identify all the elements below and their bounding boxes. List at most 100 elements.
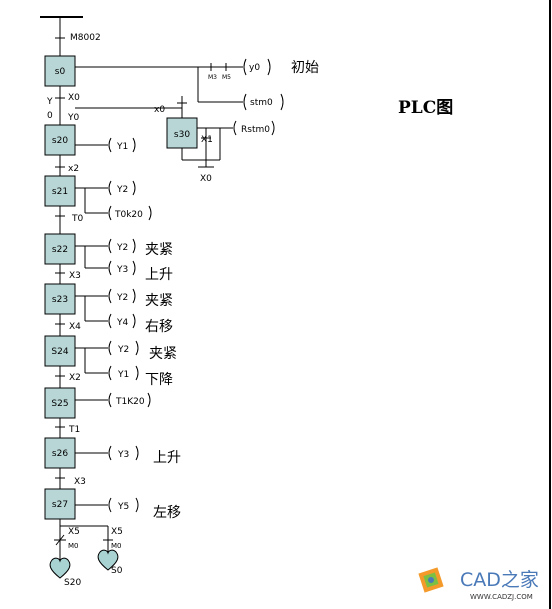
coil-s23-y2-right <box>132 288 136 304</box>
label-t-s26: X3 <box>74 477 86 487</box>
step-s26: s26 <box>44 437 76 469</box>
label-t-s21: T0 <box>71 214 83 224</box>
label-t-s0-left: Y <box>46 97 53 107</box>
svg-text:s27: s27 <box>52 500 68 510</box>
label-t-s23: X4 <box>69 322 81 332</box>
coil-s27-left <box>108 497 112 513</box>
note-s27: 左移 <box>153 505 181 521</box>
svg-text:s26: s26 <box>52 449 68 459</box>
label-t-s24: X2 <box>69 373 81 383</box>
note-s26: 上升 <box>153 450 181 466</box>
note-s22b: 上升 <box>145 267 173 283</box>
coil-s26-label: Y3 <box>117 450 129 460</box>
label-t-s22: X3 <box>69 271 81 281</box>
cad-logo-icon <box>418 567 444 593</box>
coil-s20-right <box>132 137 136 153</box>
note-s24b: 下降 <box>145 372 173 388</box>
label-s30-x1: X1 <box>201 135 213 145</box>
coil-s23-y4-left <box>108 313 112 329</box>
coil-s21-y2-right <box>132 180 136 196</box>
label-m8002: M8002 <box>70 33 101 43</box>
coil-s0-y0-left <box>243 58 247 76</box>
note-s23b: 右移 <box>145 319 173 335</box>
coil-s21-y2-label: Y2 <box>116 185 128 195</box>
label-s0-contact-b: M5 <box>222 74 231 81</box>
coil-s25-right <box>147 392 151 408</box>
coil-s26-left <box>108 445 112 461</box>
coil-s30-label: Rstm0 <box>241 125 270 135</box>
note-s24a: 夹紧 <box>149 346 177 362</box>
coil-s30-right <box>271 120 275 136</box>
step-s27: s27 <box>44 488 76 520</box>
coil-s0-y0-right <box>267 58 271 76</box>
coil-s0-stm-right <box>280 93 284 111</box>
watermark-url: WWW.CADZJ.COM <box>470 593 533 601</box>
coil-s21-t0-label: T0k20 <box>114 210 143 220</box>
svg-text:s23: s23 <box>52 295 68 305</box>
step-s22: s22 <box>44 233 76 265</box>
coil-s22-y2-label: Y2 <box>116 243 128 253</box>
label-t-s30: x0 <box>154 105 165 115</box>
watermark-brand: CAD之家 <box>460 569 539 591</box>
coil-s0-stm-label: stm0 <box>250 98 273 108</box>
coil-s23-y2-label: Y2 <box>116 293 128 303</box>
label-t-s0-right: X0 <box>68 93 80 103</box>
svg-text:s20: s20 <box>52 136 68 146</box>
svg-text:S25: S25 <box>51 399 68 409</box>
label-branch2-m: M0 <box>111 542 122 550</box>
coil-s24-y1-left <box>108 365 112 381</box>
coil-s24-y1-label: Y1 <box>117 370 129 380</box>
svg-text:s30: s30 <box>174 130 190 140</box>
coil-s27-right <box>135 497 139 513</box>
coil-s23-y2-left <box>108 288 112 304</box>
svg-text:S24: S24 <box>51 347 68 357</box>
coil-s21-t0-left <box>108 205 112 221</box>
note-s0: 初始 <box>291 59 319 76</box>
step-s25: S25 <box>44 387 76 419</box>
step-s0: s0 <box>44 55 76 87</box>
coil-s24-y2-label: Y2 <box>117 345 129 355</box>
coil-s20-left <box>108 137 112 153</box>
coil-s27-label: Y5 <box>117 502 129 512</box>
jump-heart-s0 <box>97 549 119 571</box>
label-t-s0-right2: Y0 <box>67 113 79 123</box>
coil-s20-label: Y1 <box>116 142 128 152</box>
coil-s30-left <box>233 120 237 136</box>
label-s30-x0: X0 <box>200 174 212 184</box>
label-t-s0-left2: 0 <box>47 111 53 121</box>
jump-label-s20: S20 <box>64 578 81 588</box>
note-s22a: 夹紧 <box>145 242 173 258</box>
coil-s25-left <box>108 392 112 408</box>
jump-heart-s20 <box>49 557 71 579</box>
coil-s22-y3-label: Y3 <box>116 265 128 275</box>
coil-s21-y2-left <box>108 180 112 196</box>
coil-s22-y2-left <box>108 238 112 254</box>
svg-text:s21: s21 <box>52 187 68 197</box>
coil-s23-y4-right <box>132 313 136 329</box>
coil-s22-y2-right <box>132 238 136 254</box>
jump-label-s0: S0 <box>111 566 123 576</box>
label-s0-contact-a: M3 <box>208 74 217 81</box>
coil-s0-y0-label: y0 <box>249 63 260 73</box>
coil-s23-y4-label: Y4 <box>116 318 128 328</box>
step-s30: s30 <box>166 117 198 149</box>
coil-s24-y1-right <box>135 365 139 381</box>
coil-s0-stm-left <box>243 93 247 111</box>
label-branch1: X5 <box>68 527 80 537</box>
right-frame-border <box>549 0 551 609</box>
coil-s24-y2-left <box>108 340 112 356</box>
svg-text:s0: s0 <box>55 67 66 77</box>
note-s23a: 夹紧 <box>145 293 173 309</box>
svg-text:s22: s22 <box>52 245 68 255</box>
step-s21: s21 <box>44 175 76 207</box>
label-t-s20: x2 <box>68 164 79 174</box>
step-s24: S24 <box>44 335 76 367</box>
coil-s22-y3-left <box>108 260 112 276</box>
step-s20: s20 <box>44 124 76 156</box>
coil-s21-t0-right <box>148 205 152 221</box>
diagram-title: PLC图 <box>398 98 453 118</box>
transition-branch1-slash <box>55 534 65 546</box>
coil-s25-label: T1K20 <box>115 397 145 407</box>
label-branch2: X5 <box>111 527 123 537</box>
